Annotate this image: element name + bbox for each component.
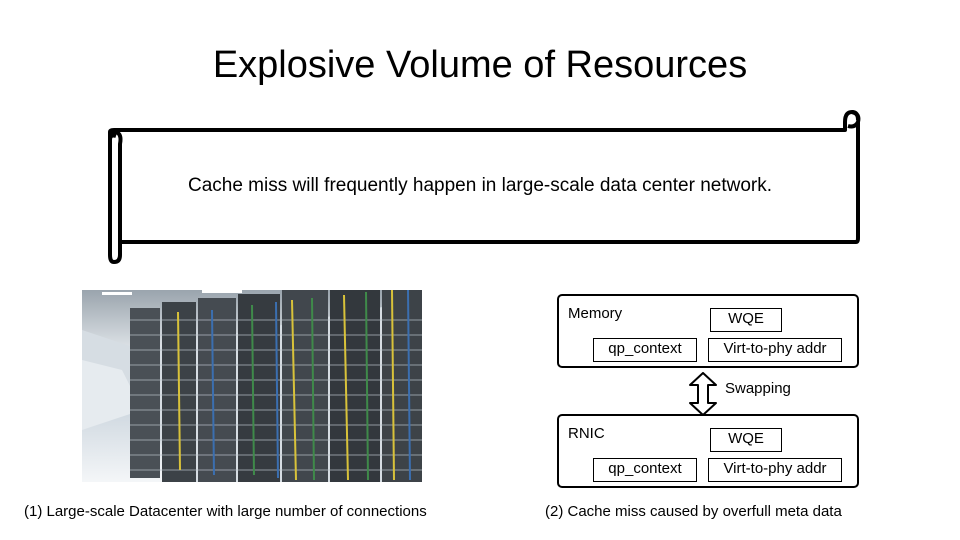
memory-qp-context-cell: qp_context (593, 338, 697, 362)
swapping-label: Swapping (725, 380, 791, 397)
memory-label: Memory (568, 305, 623, 322)
caption-datacenter: (1) Large-scale Datacenter with large nu… (24, 503, 427, 520)
slide-title: Explosive Volume of Resources (212, 44, 748, 86)
rnic-virt-to-phy-cell: Virt-to-phy addr (708, 458, 842, 482)
memory-virt-to-phy-cell: Virt-to-phy addr (708, 338, 842, 362)
swap-arrow-icon (689, 372, 717, 416)
datacenter-photo (82, 290, 422, 482)
rnic-qp-context-cell: qp_context (593, 458, 697, 482)
rnic-label: RNIC (568, 425, 605, 442)
rnic-wqe-cell: WQE (710, 428, 782, 452)
scroll-banner-text: Cache miss will frequently happen in lar… (187, 175, 773, 196)
memory-wqe-cell: WQE (710, 308, 782, 332)
scroll-banner (108, 110, 861, 264)
caption-cache-miss: (2) Cache miss caused by overfull meta d… (545, 503, 842, 520)
memory-box: Memory WQE qp_context Virt-to-phy addr (557, 294, 859, 368)
rnic-box: RNIC WQE qp_context Virt-to-phy addr (557, 414, 859, 488)
datacenter-racks-image (82, 290, 422, 482)
